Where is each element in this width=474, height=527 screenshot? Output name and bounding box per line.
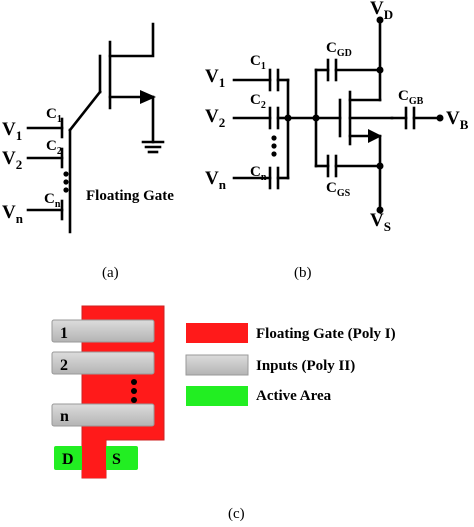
panel-a-v1-label: V1 [2,119,22,143]
panel-b-cgs-label: CGS [326,180,351,199]
panel-b-vd-terminal [376,16,384,24]
panel-b-cgb-label: CGB [398,88,424,107]
panel-b-ellipsis-dots [271,135,277,157]
panel-b-transistor [338,18,394,212]
panel-c-legend: Floating Gate (Poly I) Inputs (Poly II) … [185,323,396,406]
legend-label-active-area: Active Area [256,388,332,404]
panel-a-ground-icon [141,140,165,154]
panel-c-input-row-2: 2 [51,351,155,375]
panel-b-vs-terminal [376,206,384,214]
panel-a-floating-gate-label: Floating Gate [86,188,174,204]
panel-b-cgs-capacitor: CGS [314,116,382,199]
panel-c-source-label: S [112,451,121,468]
panel-b-bulk-node-dot [436,114,444,122]
panel-a-c1-label: C1 [46,106,62,125]
panel-a-input-v2: V2 C2 [2,138,64,172]
panel-a-transistor [68,22,165,234]
panel-b-cn-label: Cn [250,164,267,183]
panel-b-source-arrow-icon [368,129,382,143]
panel-b-vs-label: VS [370,210,391,234]
panel-c-caption: (c) [228,506,245,522]
legend-item-inputs: Inputs (Poly II) [185,354,355,376]
legend-swatch-gray [185,354,249,376]
panel-b-c2-label: C2 [250,92,266,111]
panel-b-cgd-capacitor: CGD [314,40,382,120]
panel-c-input-row-n: n [51,403,155,427]
panel-a-c2-label: C2 [46,138,62,157]
panel-c-layout: 1 2 n D S Floating Gate (Poly I) Inputs … [51,305,396,522]
panel-c-drain-label: D [62,451,74,468]
legend-swatch-green [186,386,248,406]
panel-b-input-v2: V2 C2 [205,92,290,130]
panel-a-floating-gate-line [68,90,102,132]
panel-c-ellipsis-dots [131,379,137,403]
panel-b-cgd-label: CGD [326,40,352,59]
legend-label-floating-gate: Floating Gate (Poly I) [256,326,396,342]
panel-a-floating-gate-transistor: V1 C1 V2 C2 Vn Cn Floating Gate (a) [2,22,174,281]
panel-b-equivalent-circuit: V1 C1 V2 C2 Vn Cn [205,0,469,281]
panel-a-caption: (a) [102,265,119,281]
panel-c-row-1-label: 1 [60,325,68,342]
panel-b-gate-node-dot [284,114,292,122]
panel-b-source-node-dot [376,162,384,170]
panel-b-vd-label: VD [370,0,393,22]
legend-item-active-area: Active Area [186,386,332,406]
panel-a-cn-label: Cn [44,191,61,210]
panel-b-drain-node-dot [376,66,384,74]
panel-b-input-v1: V1 C1 [205,53,290,92]
panel-a-ellipsis-dots [63,171,69,193]
panel-b-v2-label: V2 [205,106,225,130]
panel-a-input-vn: Vn Cn [2,191,64,226]
panel-b-v1-label: V1 [205,66,225,90]
panel-b-vb-label: VB [446,108,469,132]
panel-c-input-row-1: 1 [51,319,155,343]
panel-a-v2-label: V2 [2,148,22,172]
legend-item-floating-gate: Floating Gate (Poly I) [186,323,396,343]
panel-c-row-n-label: n [60,408,69,425]
panel-b-cgb-capacitor: CGB [390,88,444,130]
panel-b-input-vn: Vn Cn [205,164,290,192]
legend-label-inputs: Inputs (Poly II) [256,358,355,374]
panel-b-c1-label: C1 [250,53,266,72]
panel-b-caption: (b) [294,265,312,281]
panel-a-vn-label: Vn [2,202,24,226]
panel-a-input-v1: V1 C1 [2,106,64,143]
panel-b-vn-label: Vn [205,168,227,192]
panel-c-gate-over-active [82,440,106,478]
panel-c-row-2-label: 2 [60,357,68,374]
panel-a-arrow-icon [140,90,156,104]
legend-swatch-red [186,323,248,343]
